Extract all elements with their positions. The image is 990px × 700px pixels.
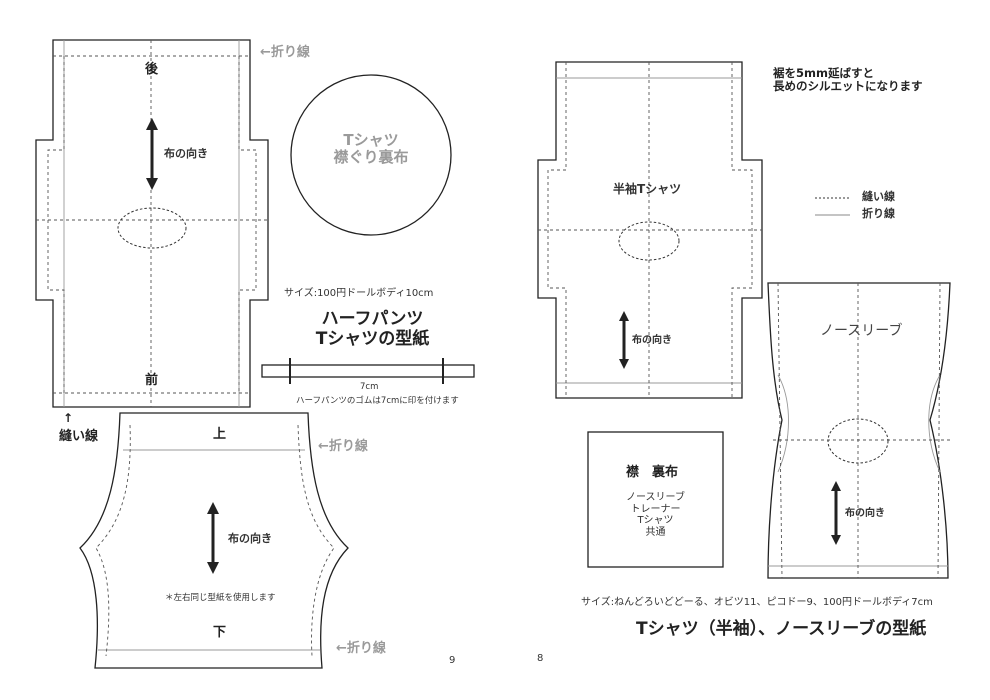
tshirt-label: 半袖Tシャツ bbox=[613, 182, 682, 196]
grain-label: 布の向き bbox=[164, 147, 208, 160]
collar-facing-title: 襟 裏布 bbox=[626, 465, 679, 480]
hem-note-line-2: 長めのシルエットになります bbox=[773, 79, 923, 94]
left-title-line-1: ハーフパンツ bbox=[321, 309, 424, 329]
pants-note: ＊左右同じ型紙を使用します bbox=[165, 593, 276, 603]
facing-item: ノースリーブ bbox=[626, 492, 685, 503]
hem-note-line-1: 裾を5mm延ばすと bbox=[773, 66, 874, 80]
neck-facing-line-1: Tシャツ bbox=[343, 131, 399, 149]
seam-line-label: 縫い線 bbox=[59, 429, 99, 444]
front-label: 前 bbox=[145, 373, 159, 388]
legend-fold-label: 折り線 bbox=[862, 207, 895, 220]
elastic-note: ハーフパンツのゴムは7cmに印を付けます bbox=[296, 396, 459, 406]
left-title: ハーフパンツ Tシャツの型紙 bbox=[290, 309, 455, 349]
hem-note: 裾を5mm延ばすと 長めのシルエットになります bbox=[773, 66, 923, 94]
elastic-measure: 7cm bbox=[360, 382, 379, 392]
tshirt-grain-label: 布の向き bbox=[632, 335, 672, 346]
facing-item: Tシャツ bbox=[637, 515, 674, 526]
seam-arrow-icon: ↑ bbox=[63, 411, 74, 425]
back-label: 後 bbox=[145, 62, 159, 77]
right-title: Tシャツ（半袖）、ノースリーブの型紙 bbox=[636, 619, 927, 639]
page-number-right: 8 bbox=[537, 653, 544, 664]
facing-item: トレーナー bbox=[630, 503, 681, 515]
neck-facing-line-2: 襟ぐり裏布 bbox=[333, 148, 409, 167]
pants-top-label: 上 bbox=[213, 427, 227, 442]
collar-facing-box bbox=[587, 431, 724, 568]
facing-item: 共通 bbox=[645, 526, 666, 538]
left-title-line-2: Tシャツの型紙 bbox=[315, 328, 430, 349]
pants-fold-label-top: ←折り線 bbox=[318, 439, 368, 454]
pants-bottom-label: 下 bbox=[213, 625, 227, 640]
pants-fold-label-bottom: ←折り線 bbox=[336, 641, 386, 656]
pants-grain-label: 布の向き bbox=[228, 532, 272, 545]
elastic-strip bbox=[261, 364, 475, 378]
page-number-left: 9 bbox=[449, 655, 456, 666]
tshirt-pattern-outline bbox=[35, 39, 269, 408]
collar-facing-list: ノースリーブ トレーナー Tシャツ 共通 bbox=[600, 492, 711, 538]
sleeveless-outline bbox=[767, 282, 951, 579]
short-sleeve-tshirt-outline bbox=[537, 61, 763, 399]
neck-facing-circle bbox=[290, 74, 452, 236]
legend-seam-label: 縫い線 bbox=[862, 190, 895, 203]
fold-line-label: ←折り線 bbox=[260, 45, 310, 60]
left-size-note: サイズ:100円ドールボディ10cm bbox=[284, 288, 434, 299]
right-size-note: サイズ:ねんどろいどどーる、オビツ11、ピコドー9、100円ドールボディ7cm bbox=[581, 597, 933, 608]
sleeveless-label: ノースリーブ bbox=[820, 323, 903, 339]
neck-facing-label: Tシャツ 襟ぐり裏布 bbox=[311, 131, 431, 167]
half-pants-pattern-outline bbox=[79, 412, 349, 669]
sleeveless-grain-label: 布の向き bbox=[845, 508, 885, 519]
